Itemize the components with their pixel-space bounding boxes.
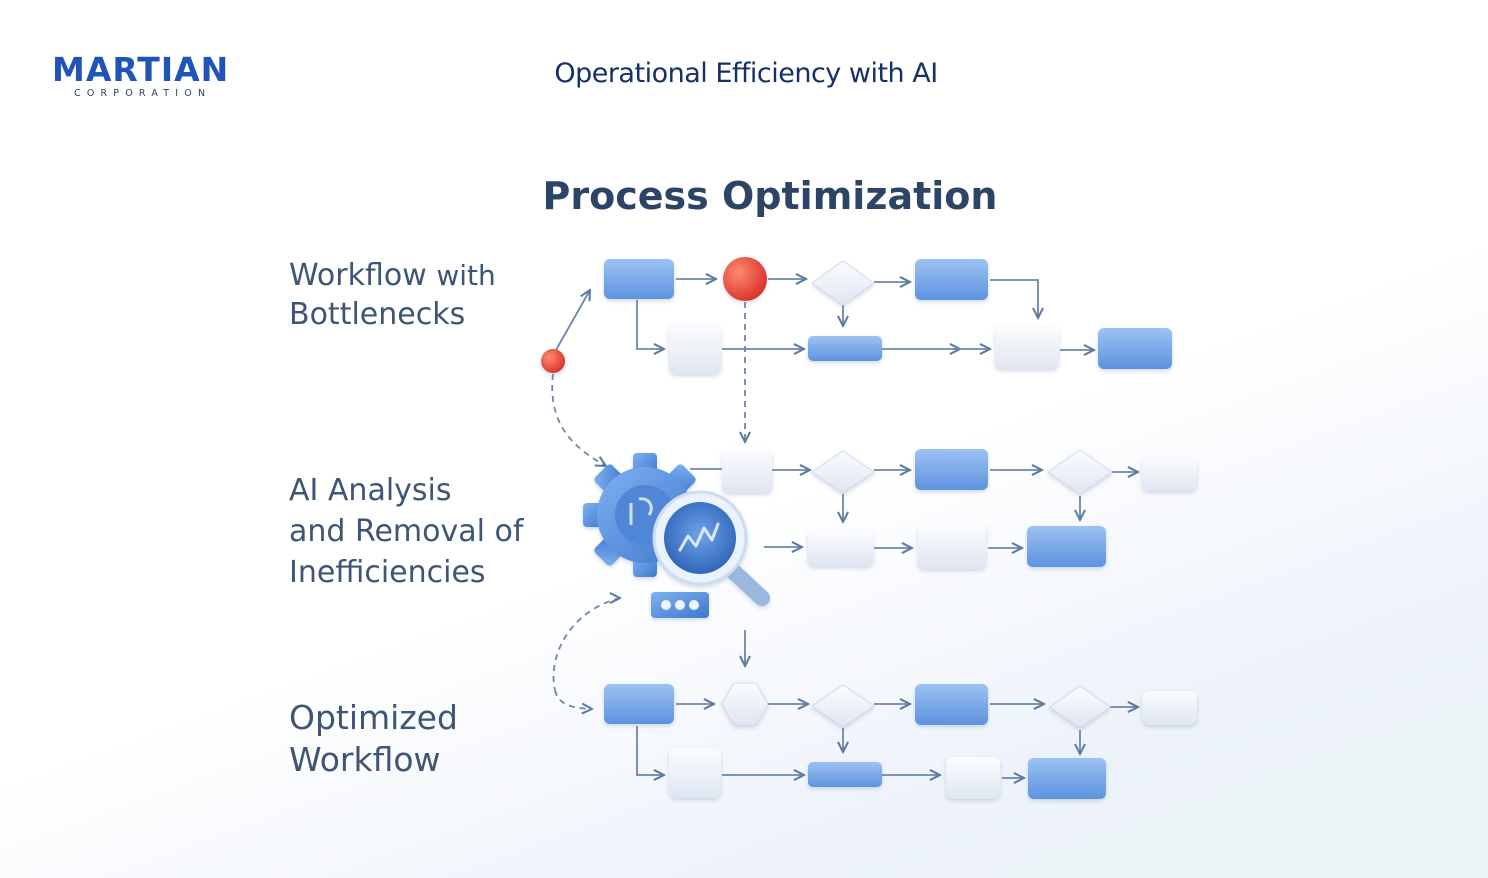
decision-diamond bbox=[811, 684, 875, 728]
process-box bbox=[604, 259, 674, 299]
stage-label-line: Inefficiencies bbox=[289, 555, 486, 590]
process-box bbox=[915, 449, 988, 490]
brand-name: MARTIAN bbox=[52, 50, 230, 89]
connector-arrow bbox=[990, 279, 1038, 318]
stage-label-line: with bbox=[436, 259, 496, 292]
stage-label-line: Optimized bbox=[289, 698, 458, 737]
neutral-box bbox=[1142, 457, 1197, 491]
bottleneck-icon bbox=[541, 349, 565, 373]
page-title: Operational Efficiency with AI bbox=[554, 58, 938, 89]
stage-label-ai-analysis: AI Analysis and Removal of Inefficiencie… bbox=[289, 470, 523, 593]
connector-arrow bbox=[636, 300, 664, 349]
workflow-bottlenecks bbox=[551, 279, 1094, 466]
stage-label-line: Workflow bbox=[289, 740, 441, 779]
process-box bbox=[1027, 526, 1106, 567]
neutral-box bbox=[995, 326, 1059, 369]
decision-diamond bbox=[811, 260, 875, 306]
neutral-box bbox=[1142, 691, 1197, 725]
process-box bbox=[604, 684, 674, 724]
neutral-box bbox=[808, 531, 873, 566]
gear-magnifier-icon bbox=[583, 453, 770, 618]
neutral-box bbox=[918, 524, 986, 569]
neutral-box bbox=[669, 748, 721, 798]
stage-label-line: and Removal of bbox=[289, 514, 524, 549]
neutral-box bbox=[722, 449, 772, 493]
connector-arrow bbox=[555, 290, 590, 351]
stage-label-optimized: Optimized Workflow bbox=[289, 697, 458, 781]
process-box bbox=[808, 336, 882, 361]
stage-label-line: AI Analysis bbox=[289, 473, 452, 508]
process-box bbox=[915, 259, 988, 300]
bottleneck-icon bbox=[723, 257, 767, 301]
workflow-ai-analysis bbox=[552, 469, 1138, 691]
decision-diamond bbox=[811, 450, 875, 494]
connector-dashed bbox=[554, 689, 592, 709]
diagram-title: Process Optimization bbox=[542, 174, 998, 218]
brand-logo: MARTIAN CORPORATION bbox=[52, 52, 252, 100]
brand-subtitle: CORPORATION bbox=[74, 88, 212, 99]
connector-dashed bbox=[552, 597, 621, 691]
decision-diamond bbox=[1049, 685, 1111, 729]
neutral-box bbox=[946, 757, 1000, 799]
stage-label-line: Workflow bbox=[289, 258, 427, 293]
process-box bbox=[1028, 758, 1106, 799]
workflow-optimized bbox=[554, 689, 1138, 778]
process-box bbox=[915, 684, 988, 725]
decision-diamond bbox=[1047, 449, 1113, 495]
connector-arrow bbox=[636, 726, 664, 775]
process-box bbox=[808, 762, 882, 787]
hexagon-node bbox=[721, 682, 769, 726]
connector-dashed bbox=[551, 373, 606, 466]
stage-label-bottlenecks: Workflow with Bottlenecks bbox=[289, 256, 496, 334]
neutral-box bbox=[669, 324, 721, 374]
process-box bbox=[1098, 328, 1172, 369]
stage-label-line: Bottlenecks bbox=[289, 297, 466, 332]
magnifier-handle bbox=[724, 562, 770, 606]
